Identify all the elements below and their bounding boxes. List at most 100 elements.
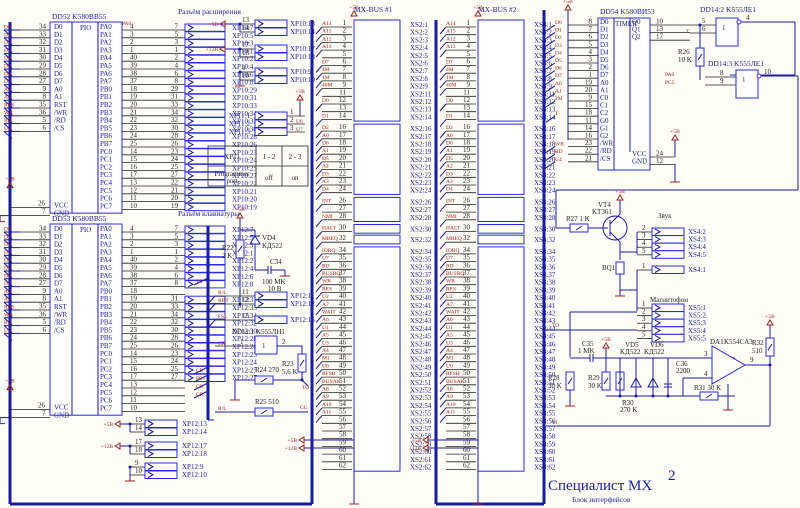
resistor-mark (575, 225, 583, 231)
r25-label: R25 510 (255, 398, 279, 406)
mxbus-pin-number: 24 (463, 185, 471, 193)
connector-label: XP10:7 (232, 24, 254, 32)
pio-port-name: PA5 (100, 62, 112, 70)
vcc-label: VCC (54, 202, 69, 210)
connector-contact (184, 117, 226, 126)
mxbus-signal: A10 (322, 402, 332, 408)
chip-name: DD54 K580BИ53 (600, 7, 655, 16)
mxbus-connector-label: XS3:20 (534, 156, 556, 164)
chip-name: DD14:3 K555ЛЕ1 (708, 59, 764, 68)
bus-entry (193, 382, 209, 391)
mxbus-connector-label: XS2:57 (410, 425, 432, 433)
connector-label: XP12:2 (232, 257, 254, 265)
mxbus-pin-number: 57 (339, 423, 347, 431)
mxbus-connector-label: XS3:60 (534, 448, 556, 456)
bus-entry (315, 88, 323, 96)
mxbus-pin-number: 53 (463, 392, 471, 400)
mxbus-pin-number: 49 (339, 361, 347, 369)
pio-pin-number: 8 (43, 93, 47, 101)
connector-chevron (257, 292, 265, 299)
timer-pin-number: 18 (585, 109, 593, 117)
timer-pin-number: 22 (585, 147, 593, 155)
pio-port-name: PB6 (100, 132, 113, 140)
xp11-pin: 3 (290, 124, 294, 132)
timer-pin-name: C1 (600, 102, 609, 110)
connector-label: XP10:5 (232, 32, 254, 40)
da1-part: K554CA3 (724, 338, 753, 346)
mxbus-signal: D1 (446, 113, 453, 119)
pio-port-name: PB5 (100, 326, 113, 334)
mxbus-connector-label: XS3:24 (534, 187, 556, 195)
gate-pin: 8 (720, 69, 724, 77)
mxbus-signal: U7 (322, 256, 329, 262)
bus-signal-label: D6 (4, 71, 11, 77)
bus-entry (315, 146, 323, 154)
xs4-contact (651, 242, 685, 252)
mxbus-connector-label: XS2:27 (410, 206, 432, 214)
mxbus-connector-label: XS2:47 (410, 348, 432, 356)
mxbus-connector-label: XS2:2 (410, 29, 428, 37)
pio-port-name: PB3 (100, 109, 113, 117)
connector-chevron (147, 463, 155, 470)
mxbus-signal: A12 (322, 36, 332, 42)
pio-port-pin: 21 (130, 310, 138, 318)
mxbus-signal: A1 (446, 148, 453, 154)
mxbus-connector-label: XS2:30 (410, 226, 432, 234)
mxbus-pin-number: 9 (343, 81, 347, 89)
connector-chevron (654, 327, 662, 334)
junction-dot (651, 394, 655, 398)
connector-contact (184, 241, 226, 250)
mxbus-connector-label: XS3:28 (534, 214, 556, 222)
inverter-bubble (756, 73, 762, 79)
table-cell: port (226, 177, 237, 185)
xp10-label: XP10:18 (290, 53, 315, 61)
mxbus-pin-number: 8 (343, 73, 347, 81)
connector-contact (184, 101, 226, 110)
mxbus-pin-number: 54 (339, 400, 347, 408)
bus-signal-label: D3 (4, 250, 11, 256)
pio-port-pin: 23 (130, 124, 138, 132)
xp12-contact (144, 441, 178, 450)
power-label: +12B (409, 446, 422, 452)
chip-name: DD53 K580BB55 (52, 214, 107, 223)
connector-chevron (187, 374, 195, 381)
mxbus-signal: A0 (446, 133, 453, 139)
timer-pin-number: 11 (585, 116, 592, 124)
mxbus-connector-label: XS3:45 (534, 333, 556, 341)
mxbus-signal: U7 (446, 256, 453, 262)
pio-pin-number: 9 (43, 85, 47, 93)
junction-dot (238, 70, 242, 74)
timer-output-pin: 10 (656, 18, 664, 26)
bus-entry (545, 77, 556, 85)
power-arrow-icon (422, 444, 429, 452)
mxbus-signal: A11 (322, 410, 332, 416)
pio-pin-name: D4 (54, 256, 63, 264)
connector-pin-number: 26 (171, 342, 179, 350)
bus-entry (545, 146, 556, 154)
pio-port-pin: 18 (130, 287, 138, 295)
pio-pin-name: RST (54, 101, 68, 109)
connector-label: XP12:4 (232, 265, 254, 273)
timer-signal: D5 (555, 58, 562, 64)
connector-contact (184, 62, 226, 71)
mxbus-pin-number: 60 (463, 446, 471, 454)
bus-entry (545, 39, 556, 47)
mxbus-pin-number: 8 (467, 73, 471, 81)
bus-entry (439, 338, 447, 346)
connector-contact (184, 54, 226, 64)
bus-signal-label: U6 (4, 328, 11, 334)
timer-pin-name: D6 (600, 64, 609, 72)
c34-value: 100 MK (262, 278, 286, 286)
connector-pin-number: 30 (171, 326, 179, 334)
bus-entry (3, 92, 13, 100)
pio-port-pin: 13 (130, 381, 138, 389)
pio-pin-name: /WR (54, 311, 68, 319)
connector-chevron (257, 300, 265, 307)
connector-contact (184, 202, 226, 212)
connector-contact (184, 248, 226, 258)
connector-chevron (187, 133, 195, 140)
bus-entry (315, 322, 323, 331)
timer-pin-name: C2 (600, 109, 609, 117)
timer-output-pin: 13 (656, 25, 664, 33)
mxbus-connector-label: XS3:4 (534, 44, 552, 52)
